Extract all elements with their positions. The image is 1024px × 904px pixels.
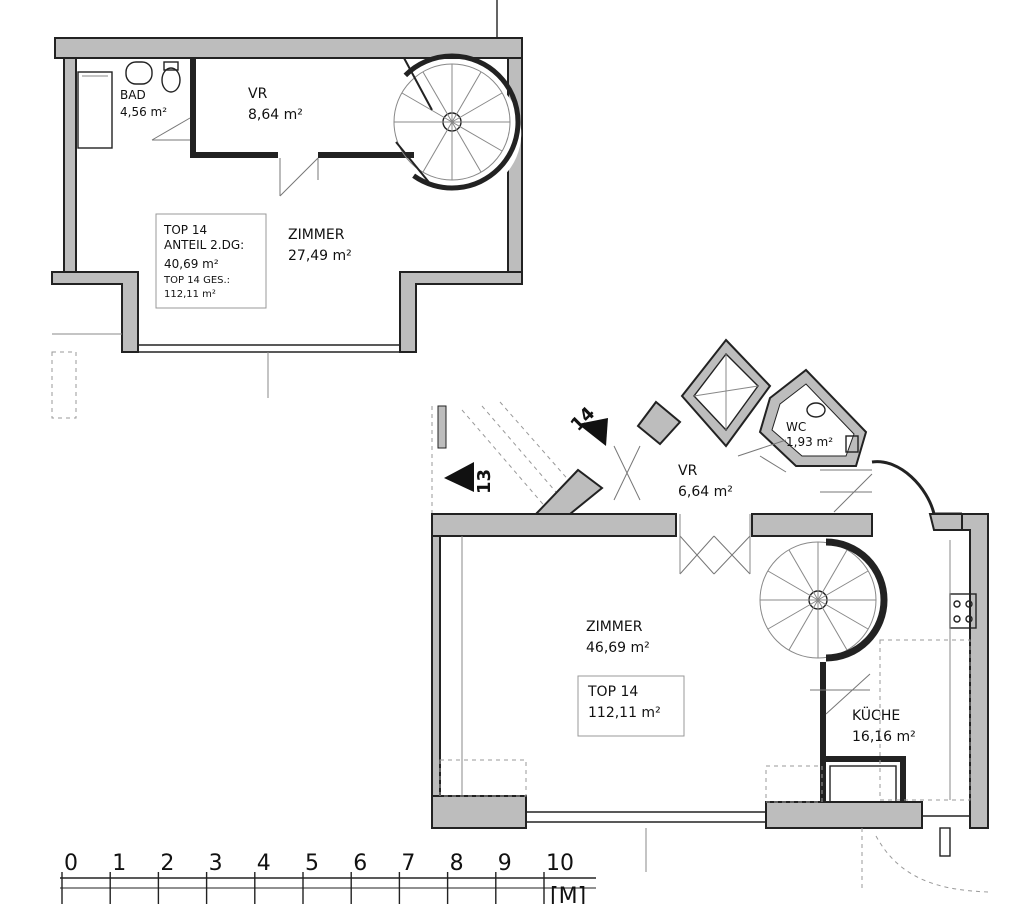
kitchen-dashed-area	[879, 639, 971, 801]
lower-top-wall	[751, 513, 873, 537]
upper-info-line4: TOP 14 GES.:	[163, 275, 230, 286]
vr-lower-area: 6,64 m²	[678, 484, 733, 500]
bad-area: 4,56 m²	[120, 105, 167, 119]
terrace-post	[939, 827, 951, 857]
lower-bottom-right-wall	[765, 801, 923, 829]
scale-tick-label: 7	[401, 851, 415, 876]
vr-door-swing	[279, 157, 319, 197]
scale-tick-label: 6	[353, 851, 367, 876]
wc-area: 1,93 m²	[786, 435, 833, 449]
spiral-staircase-upper	[383, 53, 522, 194]
zimmer-lower-area: 46,69 m²	[586, 640, 650, 656]
vr-door-swing-2	[820, 469, 873, 513]
bad-door-swing	[151, 117, 191, 141]
lower-info-line2: 112,11 m²	[588, 705, 661, 721]
scale-tick-label: 4	[257, 851, 271, 876]
kueche-area: 16,16 m²	[852, 729, 916, 745]
upper-info-line3: 40,69 m²	[164, 257, 219, 271]
scale-tick-label: 2	[160, 851, 174, 876]
spiral-staircase-lower	[759, 538, 888, 662]
bad-label: BAD	[120, 88, 146, 102]
section-marker-13-arrow	[444, 462, 474, 492]
terrace-dashed	[861, 828, 989, 893]
section-marker-14-arrow	[578, 418, 608, 446]
zimmer-upper-label: ZIMMER	[288, 227, 345, 243]
toilet	[161, 67, 181, 93]
wc-room	[758, 368, 868, 467]
scale-tick-label: 5	[305, 851, 319, 876]
dashed-area	[439, 759, 527, 797]
lower-bottom-left-wall	[431, 795, 527, 829]
vr-partition-wall	[318, 152, 414, 158]
scale-tick-label: 10	[546, 851, 574, 876]
upper-top-wall	[54, 37, 523, 59]
sink	[125, 61, 153, 85]
entrance-diagonal-wall	[533, 468, 604, 515]
small-wall	[437, 405, 447, 449]
lower-floor-plan	[431, 338, 989, 893]
lower-info-line1: TOP 14	[587, 684, 638, 700]
scale-tick-label: 9	[498, 851, 512, 876]
upper-info-line2: ANTEIL 2.DG:	[164, 238, 244, 252]
lower-info-box	[577, 675, 685, 737]
upper-info-line1: TOP 14	[163, 223, 207, 237]
upper-info-box	[155, 213, 267, 309]
upper-left-wall	[63, 57, 77, 273]
stove-burner	[965, 600, 973, 608]
scale-unit: [M]	[550, 884, 586, 904]
wc-toilet	[806, 402, 826, 418]
scale-tick-label: 8	[450, 851, 464, 876]
vr-upper-area: 8,64 m²	[248, 107, 303, 123]
elevator-shaft	[636, 338, 772, 448]
upper-bottom-left-wall	[51, 271, 139, 353]
bad-partition-wall	[190, 58, 196, 158]
scale-tick-label: 0	[64, 851, 78, 876]
scale-tick-label: 1	[112, 851, 126, 876]
kitchen-partition-wall	[820, 662, 826, 802]
kitchen-partition-wall	[820, 756, 906, 762]
wc-label: WC	[786, 420, 806, 434]
dashed-area	[765, 765, 823, 803]
stove-burner	[953, 600, 961, 608]
lower-left-wall	[431, 535, 441, 797]
curved-wall	[871, 460, 962, 516]
section-marker-13: 13	[474, 469, 495, 494]
wc-sink	[845, 435, 859, 453]
zimmer-upper-area: 27,49 m²	[288, 248, 352, 264]
kitchen-partition-wall	[900, 756, 906, 802]
scale-tick-label: 3	[209, 851, 223, 876]
vr-upper-label: VR	[248, 86, 268, 102]
lower-right-wall	[961, 513, 989, 829]
upper-floor-plan	[51, 0, 523, 419]
curved-wall-end	[928, 513, 963, 531]
vr-lower-label: VR	[678, 463, 698, 479]
kitchen-niche	[829, 765, 897, 803]
kitchen-door-swing	[810, 673, 871, 715]
upper-dashed-outline	[51, 351, 77, 419]
wc-door-swing	[737, 439, 787, 473]
kueche-label: KÜCHE	[852, 706, 900, 724]
lower-top-wall	[431, 513, 677, 537]
zimmer-double-door	[679, 535, 751, 575]
entrance-door-swing	[613, 445, 641, 501]
scale-bar	[60, 872, 596, 904]
stove-burner	[965, 615, 973, 623]
toilet-tank	[163, 61, 179, 71]
stove-burner	[953, 615, 961, 623]
vr-partition-wall	[190, 152, 278, 158]
bathtub	[77, 71, 113, 149]
upper-bottom-right-wall	[399, 271, 523, 353]
zimmer-lower-label: ZIMMER	[586, 619, 643, 635]
upper-info-line5: 112,11 m²	[164, 289, 216, 300]
